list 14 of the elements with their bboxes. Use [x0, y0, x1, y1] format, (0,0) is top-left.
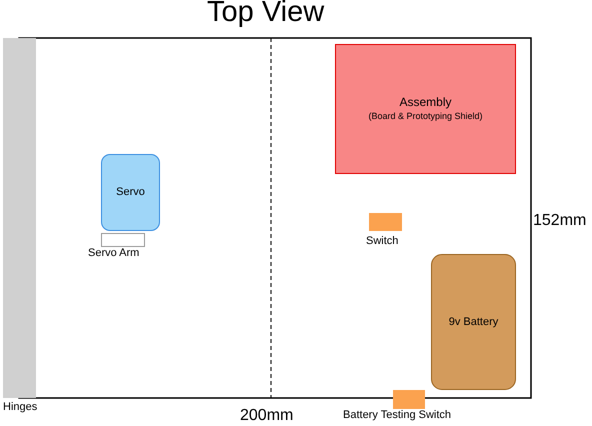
component-label: Switch: [366, 235, 398, 247]
component-label: Servo: [116, 185, 145, 200]
dimension-label: 152mm: [533, 212, 586, 230]
component-label: 9v Battery: [448, 314, 498, 330]
component-label: Assembly: [399, 95, 452, 111]
component-note: (Board & Prototyping Shield): [368, 110, 483, 123]
assembly-block: [335, 44, 516, 174]
component-label: Battery Testing Switch: [343, 409, 452, 421]
title: Top View: [207, 0, 324, 29]
dimension-label: 200mm: [240, 407, 294, 425]
component-label: Hinges: [3, 401, 38, 413]
component-label: Servo Arm: [88, 247, 140, 259]
battery-block: [431, 254, 516, 390]
servo-block: [101, 154, 160, 231]
